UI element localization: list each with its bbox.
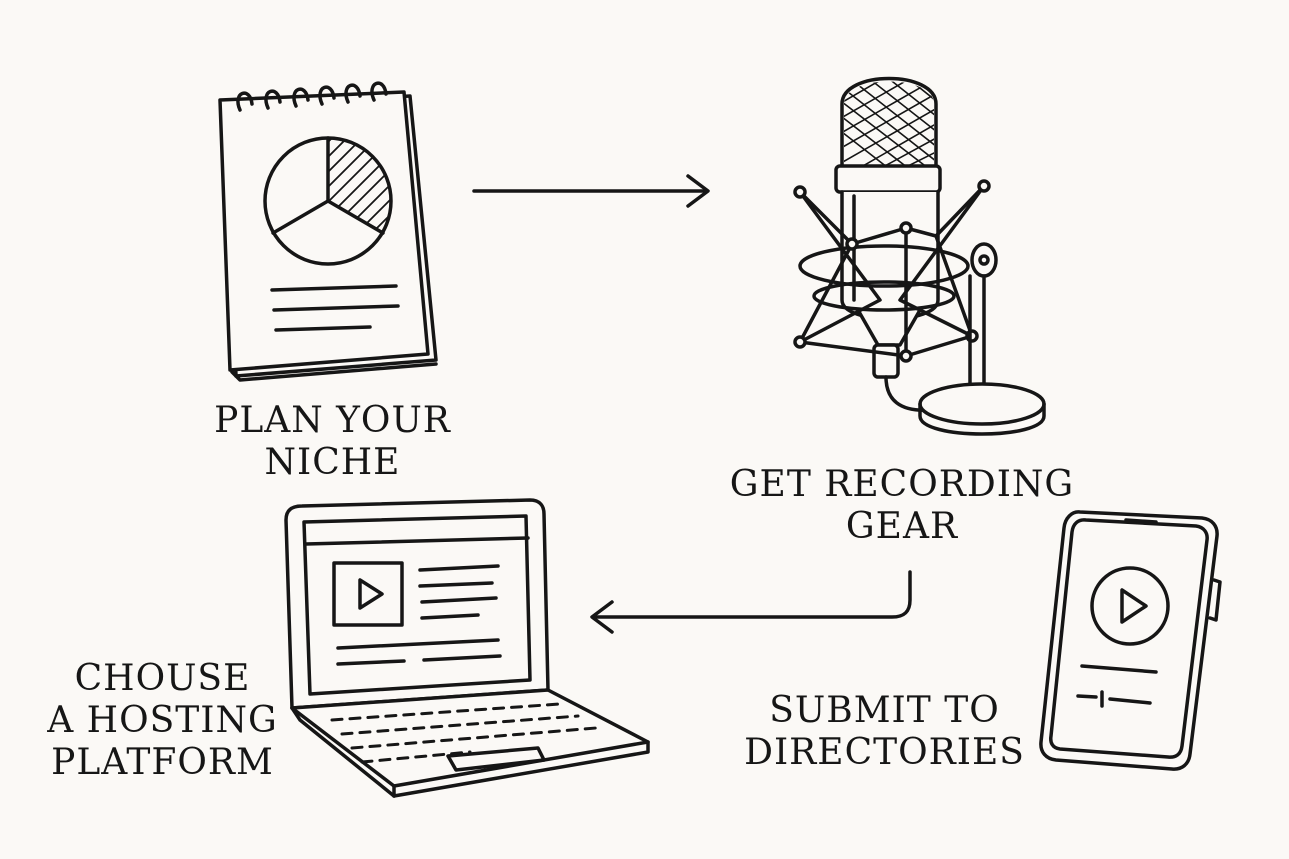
step-label-line: SUBMIT TO: [769, 690, 1000, 731]
step-label-choose-hosting-platform: CHOUSE A HOSTING PLATFORM: [40, 658, 285, 784]
step-label-plan-your-niche: PLAN YOUR NICHE: [205, 400, 460, 484]
step-label-submit-to-directories: SUBMIT TO DIRECTORIES: [742, 690, 1027, 774]
step-label-line: GEAR: [845, 506, 959, 547]
step-label-line: PLATFORM: [51, 742, 274, 783]
arrow-left-icon: [590, 570, 912, 634]
step-label-line: CHOUSE: [74, 658, 251, 699]
notepad-pie-chart-icon: [218, 81, 438, 382]
step-label-line: A HOSTING: [47, 700, 278, 741]
step-label-line: GET RECORDING: [729, 464, 1075, 505]
arrow-right-icon: [472, 174, 710, 208]
step-label-line: PLAN YOUR: [214, 400, 451, 441]
studio-microphone-icon: [793, 76, 1046, 436]
smartphone-play-icon: [1039, 510, 1222, 771]
step-label-line: NICHE: [264, 442, 401, 483]
laptop-video-icon: [284, 498, 650, 798]
step-label-line: DIRECTORIES: [744, 732, 1025, 773]
step-label-get-recording-gear: GET RECORDING GEAR: [722, 464, 1082, 548]
